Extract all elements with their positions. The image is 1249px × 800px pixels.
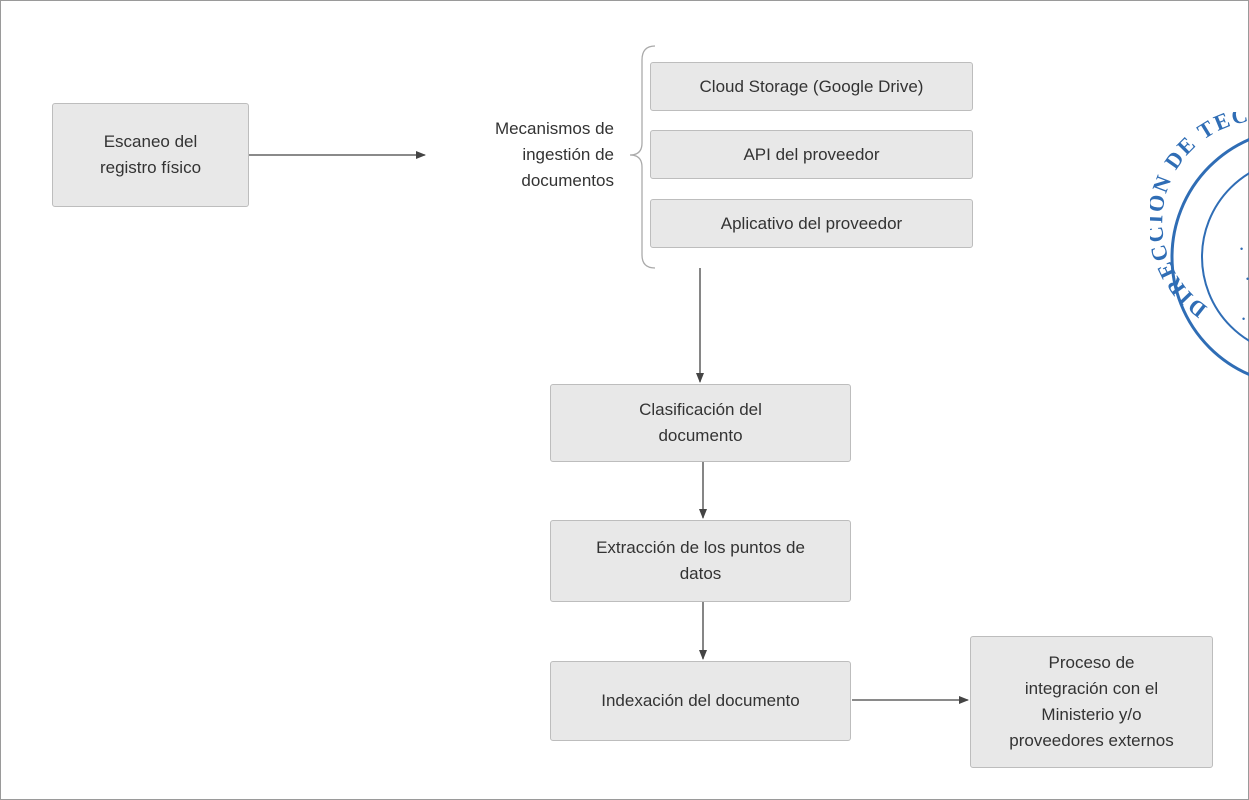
svg-text:•: • (1240, 244, 1243, 254)
indexing-node: Indexación del documento (550, 661, 851, 741)
classification-node: Clasificación del documento (550, 384, 851, 462)
provider-app-node: Aplicativo del proveedor (650, 199, 973, 248)
extraction-node: Extracción de los puntos de datos (550, 520, 851, 602)
provider-api-node: API del proveedor (650, 130, 973, 179)
stamp-text: DIRECCIÓN DE TECNOLOGÍA (1150, 112, 1249, 323)
svg-text:DIRECCIÓN DE TECNOLOGÍA: DIRECCIÓN DE TECNOLOGÍA (1150, 112, 1249, 323)
svg-text:•: • (1246, 274, 1249, 284)
ingestion-mechanisms-label: Mecanismos de ingestión de documentos (494, 119, 614, 190)
scan-node: Escaneo del registro físico (52, 103, 249, 207)
stamp-seal-icon: DIRECCIÓN DE TECNOLOGÍA • • • (1150, 112, 1249, 377)
integration-node: Proceso de integración con el Ministerio… (970, 636, 1213, 768)
svg-text:•: • (1242, 314, 1245, 324)
institution-stamp: DIRECCIÓN DE TECNOLOGÍA • • • (1150, 112, 1249, 402)
cloud-storage-node: Cloud Storage (Google Drive) (650, 62, 973, 111)
ingestion-brace (629, 45, 656, 269)
